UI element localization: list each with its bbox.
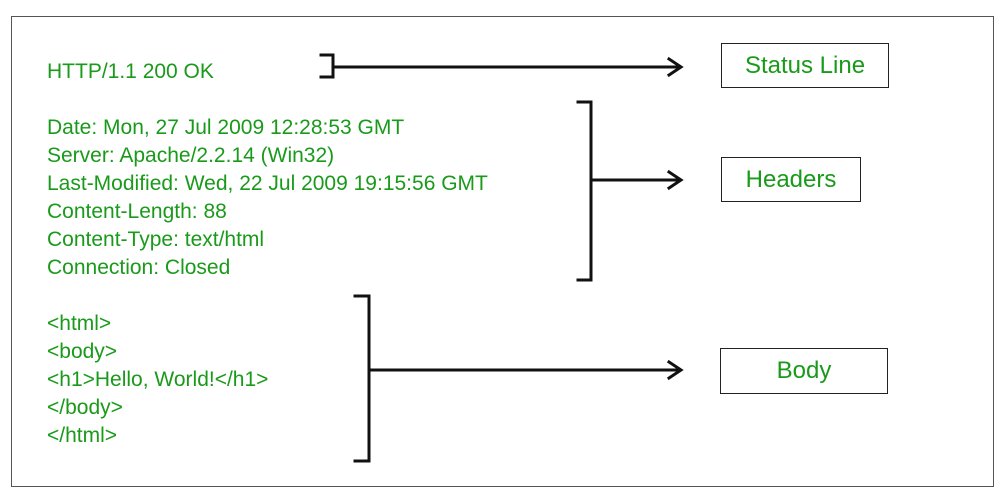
body-block: <html> <body> <h1>Hello, World!</h1> </b… bbox=[47, 310, 268, 450]
header-line-content-type: Content-Type: text/html bbox=[47, 228, 265, 251]
body-line-body-close: </body> bbox=[47, 396, 123, 419]
header-line-content-length: Content-Length: 88 bbox=[47, 200, 227, 223]
header-line-server: Server: Apache/2.2.14 (Win32) bbox=[47, 144, 335, 167]
headers-bracket bbox=[576, 100, 593, 282]
body-arrowhead bbox=[666, 359, 684, 381]
header-line-connection: Connection: Closed bbox=[47, 256, 231, 279]
headers-arrowhead bbox=[666, 169, 684, 191]
body-line-body-open: <body> bbox=[47, 340, 118, 363]
body-line-html-close: </html> bbox=[47, 424, 118, 447]
header-line-last-modified: Last-Modified: Wed, 22 Jul 2009 19:15:56… bbox=[47, 172, 488, 195]
status-line-label: Status Line bbox=[744, 51, 866, 79]
body-label: Body bbox=[776, 357, 832, 384]
headers-block: Date: Mon, 27 Jul 2009 12:28:53 GMT Serv… bbox=[47, 114, 488, 282]
diagram-frame bbox=[11, 16, 994, 487]
body-line-html-open: <html> bbox=[47, 312, 112, 335]
header-line-date: Date: Mon, 27 Jul 2009 12:28:53 GMT bbox=[47, 116, 405, 139]
headers-label-box: Headers bbox=[721, 157, 861, 202]
body-label-box: Body bbox=[720, 348, 888, 394]
body-bracket bbox=[353, 294, 371, 463]
status-line-text: HTTP/1.1 200 OK bbox=[47, 60, 214, 83]
body-line-h1: <h1>Hello, World!</h1> bbox=[47, 368, 269, 391]
headers-label: Headers bbox=[745, 165, 837, 193]
status-line-label-box: Status Line bbox=[721, 43, 889, 88]
status-line-arrowhead bbox=[666, 56, 684, 78]
status-line-bracket bbox=[319, 53, 335, 79]
